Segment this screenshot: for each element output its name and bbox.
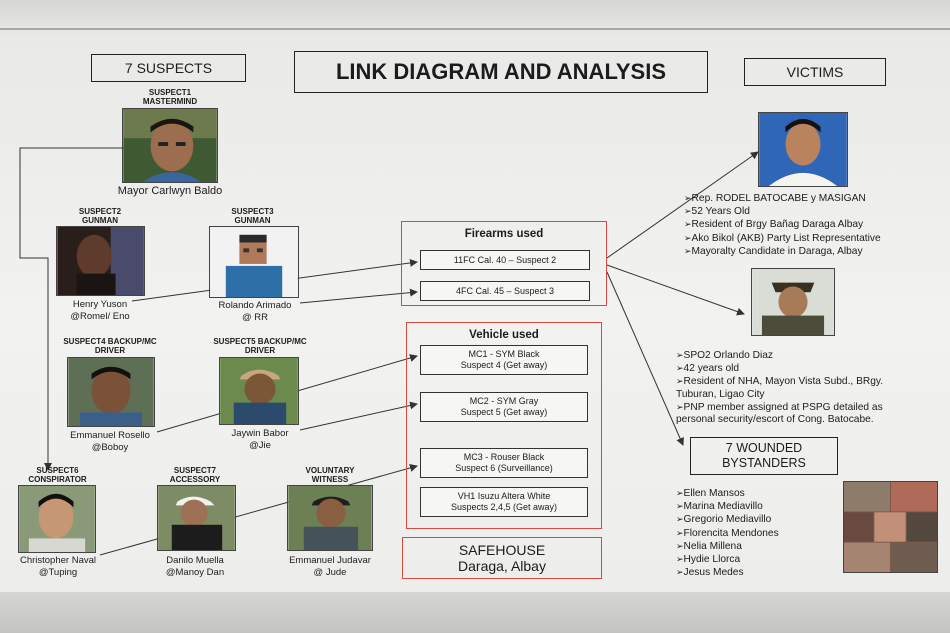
bystanders-header-line2: BYSTANDERS [722,456,806,470]
suspect6-caption: Christopher Naval@Tuping [19,555,97,578]
suspect7-caption: Danilo Muella@Manoy Dan [165,555,225,578]
safehouse-label: SAFEHOUSE [458,542,546,558]
firearms-group [401,221,607,306]
bystander-name: Marina Mediavillo [676,500,836,513]
page-title: LINK DIAGRAM AND ANALYSIS [294,51,708,93]
victim1-details: Rep. RODEL BATOCABE y MASIGAN 52 Years O… [684,192,914,258]
board-bottom-area [0,592,950,633]
suspect4-photo [67,357,155,427]
bystander-name: Hydie Llorca [676,553,836,566]
suspect6-photo [18,485,96,553]
suspect5-caption: Jaywin Babor@Jie [231,428,289,451]
suspect4-caption: Emmanuel Rosello@Boboy [70,430,150,453]
bystanders-photo-collage [843,481,938,573]
suspect3-caption: Rolando Arimado@ RR [218,300,292,323]
bystander-name: Nelia Millena [676,540,836,553]
victim2-detail: PNP member assigned at PSPG detailed as … [676,401,916,426]
suspect1-name: Mayor Carlwyn Baldo [117,185,223,197]
bystanders-link-line [606,271,684,446]
bystander-name: Ellen Mansos [676,487,836,500]
bystanders-header: 7 WOUNDED BYSTANDERS [690,437,838,475]
bystanders-header-line1: 7 WOUNDED [725,441,803,455]
suspect5-vehicle-line [299,401,418,431]
suspect3-photo [209,226,299,298]
victim1-detail: Mayoralty Candidate in Daraga, Albay [684,245,914,258]
firearm-item: 4FC Cal. 45 – Suspect 3 [420,281,590,301]
victim2-detail: SPO2 Orlando Diaz [676,349,916,362]
victim1-detail: 52 Years Old [684,205,914,218]
safehouse-location: Daraga, Albay [458,558,546,574]
firearm-item: 11FC Cal. 40 – Suspect 2 [420,250,590,270]
vehicles-title: Vehicle used [469,329,539,341]
firearms-title: Firearms used [464,228,544,240]
suspect6-vehicle-line [99,464,418,556]
bystander-list: Ellen Mansos Marina Mediavillo Gregorio … [676,487,836,579]
victim2-photo [751,268,835,336]
suspect3-firearm-line [299,288,418,304]
victim1-detail: Ako Bikol (AKB) Party List Representativ… [684,232,914,245]
suspect7-photo [157,485,236,551]
victim2-detail: Resident of NHA, Mayon Vista Subd., BRgy… [676,375,916,400]
victims-header: VICTIMS [744,58,886,86]
vehicles-group [406,322,602,529]
victim2-link-line [606,264,745,316]
victim1-link-line [606,151,759,259]
board-top-edge [0,28,950,30]
suspect2-photo [56,226,145,296]
bystander-name: Gregorio Mediavillo [676,513,836,526]
suspect2-caption: Henry Yuson@Romel/ Eno [70,299,130,322]
victim1-detail: Rep. RODEL BATOCABE y MASIGAN [684,192,914,205]
witness-photo [287,485,373,551]
suspect5-photo [219,357,299,425]
bystander-name: Florencita Mendones [676,527,836,540]
victim2-details: SPO2 Orlando Diaz 42 years old Resident … [676,349,916,426]
suspects-header: 7 SUSPECTS [91,54,246,82]
victim1-detail: Resident of Brgy Bañag Daraga Albay [684,218,914,231]
suspect1-photo [122,108,218,183]
victim2-detail: 42 years old [676,362,916,375]
bystander-name: Jesus Medes [676,566,836,579]
victim1-photo [758,112,848,187]
mastermind-link-line [19,147,126,471]
safehouse-box: SAFEHOUSE Daraga, Albay [402,537,602,579]
witness-caption: Emmanuel Judavar@ Jude [289,555,371,578]
